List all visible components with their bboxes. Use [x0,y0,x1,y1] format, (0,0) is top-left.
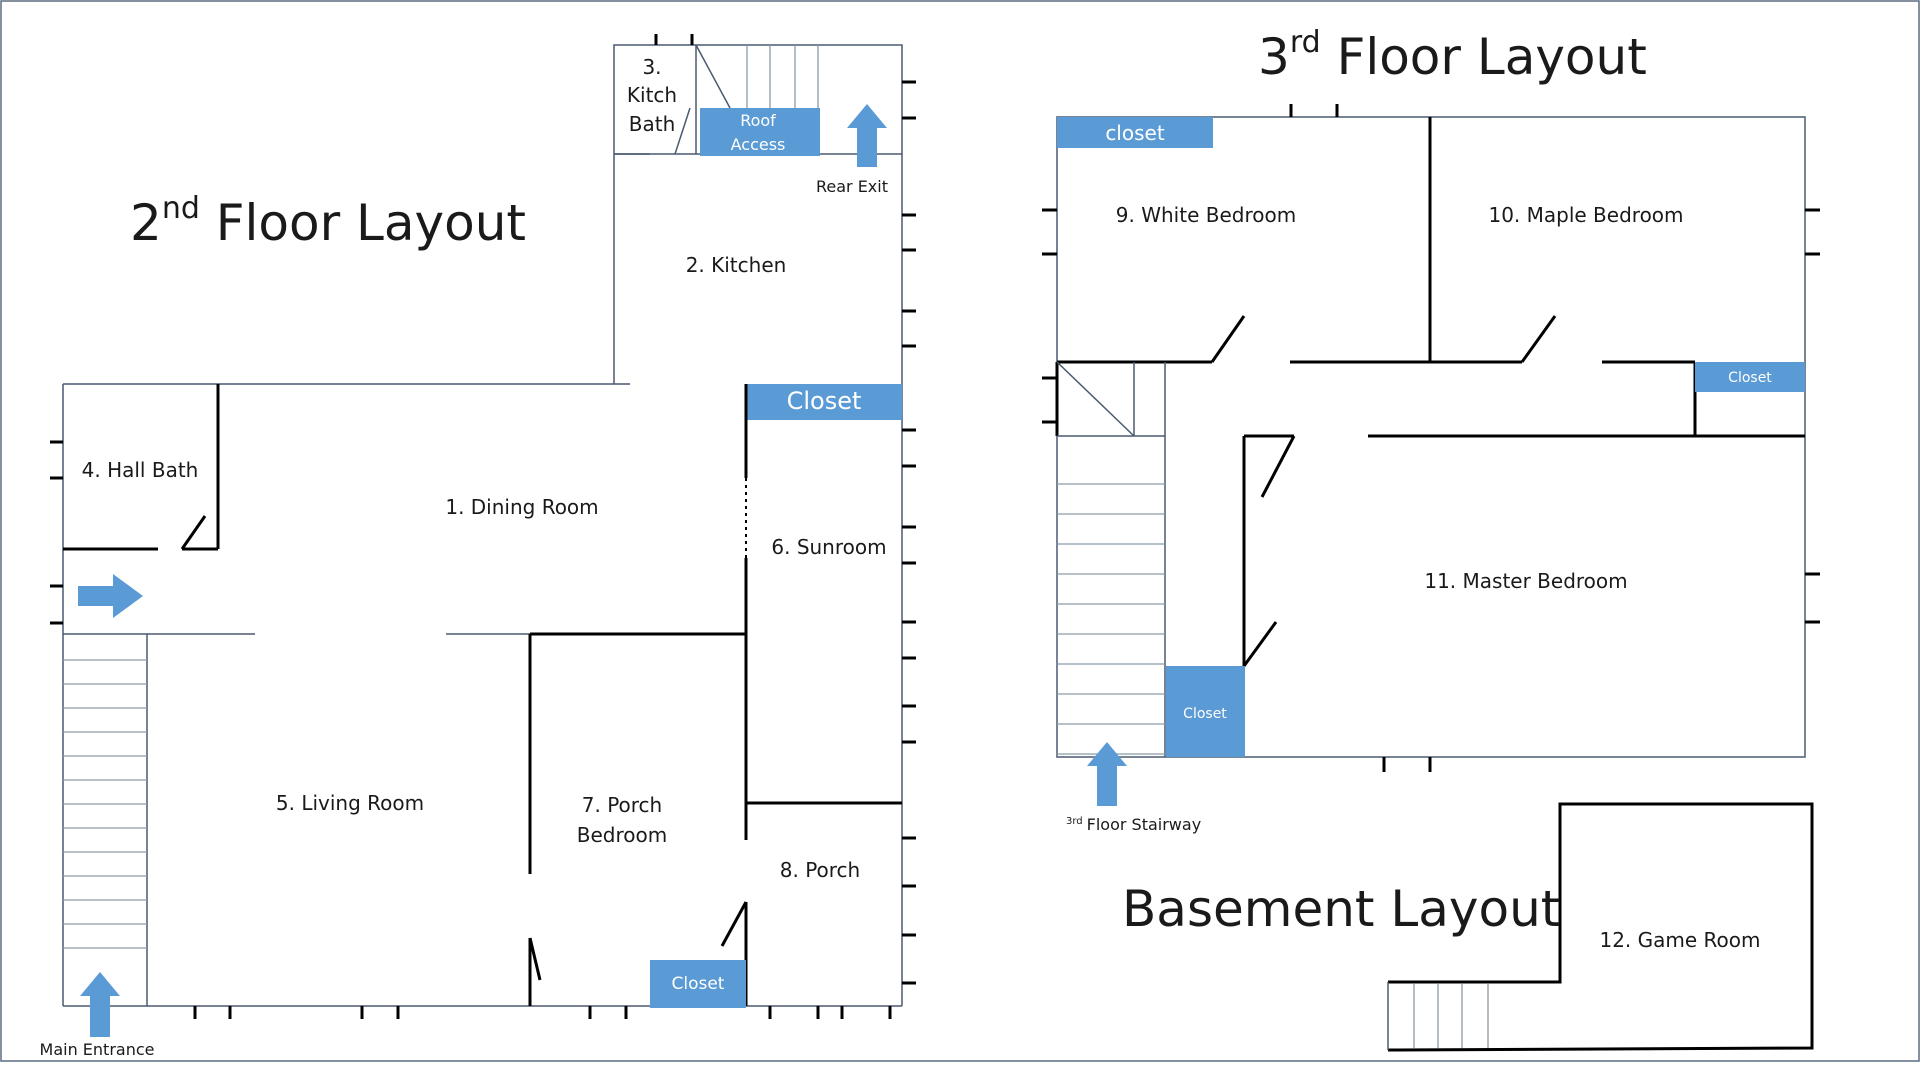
room-kitchen: 2. Kitchen [686,253,787,277]
room-kitch-bath-3: Bath [629,112,676,136]
room-porch-bedroom-2: Bedroom [577,823,667,847]
room-sunroom: 6. Sunroom [771,535,886,559]
room-porch: 8. Porch [780,858,860,882]
closet-3f-bottom-box [1166,666,1245,757]
room-hall-bath: 4. Hall Bath [82,458,199,482]
closet-3f-right-box [1695,362,1805,392]
main-entrance-arrow-icon [80,972,120,1037]
closet-3f-top-box [1057,117,1213,148]
second-floor-title: 2nd Floor Layout [130,191,526,252]
room-porch-bedroom-1: 7. Porch [582,793,662,817]
closet-3f-top-label: closet [1105,121,1165,145]
basement-title: Basement Layout [1122,880,1560,938]
closet-2f-bottom-label: Closet [672,974,725,994]
room-dining: 1. Dining Room [445,495,598,519]
stairway-arrow-icon [1087,742,1127,806]
second-floor [50,34,916,1037]
closet-3f-right-label: Closet [1728,370,1772,386]
roof-access-box [700,108,820,156]
room-kitch-bath-1: 3. [642,55,661,79]
room-living: 5. Living Room [276,791,424,815]
rear-exit-label: Rear Exit [816,177,888,196]
room-game-room: 12. Game Room [1599,928,1760,952]
closet-2f-bottom-box [650,960,746,1008]
main-entrance-label: Main Entrance [40,1040,155,1059]
rear-exit-arrow-icon [847,104,887,167]
closet-2f-top-label: Closet [787,387,862,415]
roof-access-label-2: Access [731,135,786,154]
room-master-bedroom: 11. Master Bedroom [1424,569,1627,593]
basement [1387,802,1814,1052]
third-floor-title: 3rd Floor Layout [1258,25,1647,86]
closet-3f-bottom-label: Closet [1183,706,1227,722]
third-floor-stairs [1057,483,1165,755]
third-floor [1042,104,1820,806]
roof-access-label-1: Roof [740,111,776,130]
hall-arrow-icon [78,574,143,618]
main-stairs [63,659,147,949]
room-maple-bedroom: 10. Maple Bedroom [1488,203,1683,227]
closet-2f-top-box [746,384,902,420]
room-kitch-bath-2: Kitch [627,83,677,107]
room-white-bedroom: 9. White Bedroom [1116,203,1296,227]
